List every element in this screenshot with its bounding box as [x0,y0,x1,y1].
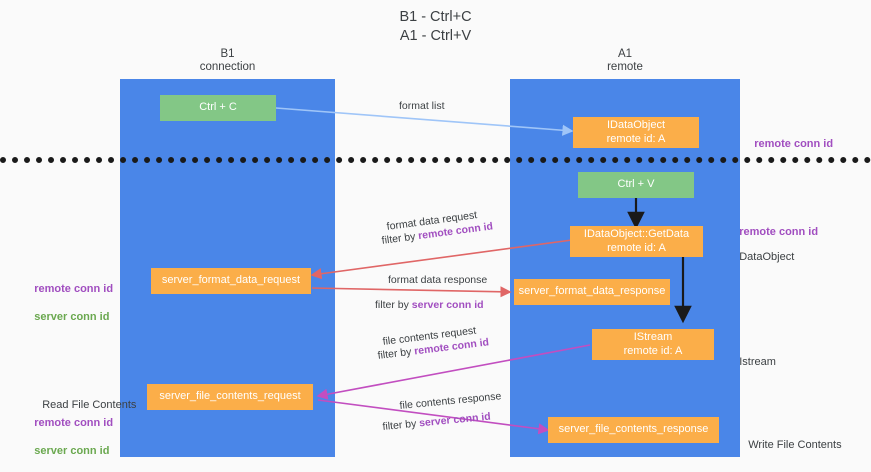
side-label-write-file-contents-text: Write File Contents [748,439,842,451]
side-label-left-remote-conn-id-2: remote conn id [34,417,114,429]
wire-label-file-contents-response-filter: filter by server conn id [382,411,491,434]
wire-label-file-contents-response: file contents response [399,390,502,413]
side-label-left-remote-conn-id: remote conn id [34,283,114,295]
side-label-istream-text: Istream [739,356,776,368]
node-server-file-contents-request[interactable]: server_file_contents_request [147,384,313,410]
node-idataobject-line2: remote id: A [606,132,666,145]
wire-label-format-data-response-filter: filter by server conn id [375,299,484,312]
node-idataobject[interactable]: IDataObject remote id: A [573,117,699,148]
wire-label-format-data-response-text: format data response [388,274,488,286]
node-istream-line2: remote id: A [623,344,683,357]
node-server-file-contents-request-label: server_file_contents_request [159,390,301,403]
wire-label-format-data-response: format data response [388,274,487,287]
filter-key-server-conn-id: server conn id [411,299,484,311]
section-divider [0,157,871,163]
side-label-remote-conn-id-top-text: remote conn id [754,138,834,150]
side-label-left-server-conn-id: server conn id [34,311,110,323]
wire-format-data-response [311,286,512,298]
side-label-remote-conn-id-mid: remote conn id [727,211,818,253]
filter-prefix: filter by [375,299,412,311]
wire-label-file-contents-response-text: file contents response [399,390,502,412]
lane-header-left: B1 connection [199,48,256,73]
side-label-read-file-contents-text: Read File Contents [42,399,137,411]
side-label-dataobject: DataObject [727,236,794,278]
side-label-dataobject-text: DataObject [739,251,795,263]
wire-label-format-list-text: format list [399,100,445,112]
wire-label-format-list: format list [399,100,445,113]
side-label-left-server-conn-id-2: server conn id [34,445,110,457]
side-label-write-file-contents: Write File Contents [736,424,842,466]
filter-prefix: filter by [382,417,420,433]
lane-header-right: A1 remote [607,48,643,73]
side-label-remote-conn-id-mid-text: remote conn id [739,226,819,238]
node-getdata-line1: IDataObject::GetData [583,228,690,240]
node-istream[interactable]: IStream remote id: A [592,329,714,360]
node-ctrl-c[interactable]: Ctrl + C [160,95,276,121]
page-title: B1 - Ctrl+C A1 - Ctrl+V [399,9,472,44]
node-istream-line1: IStream [633,331,673,343]
node-getdata[interactable]: IDataObject::GetData remote id: A [570,226,703,257]
side-label-istream: Istream [727,341,776,383]
node-ctrl-v[interactable]: Ctrl + V [578,172,694,198]
node-ctrl-v-label: Ctrl + V [617,178,655,191]
node-server-format-data-response[interactable]: server_format_data_response [514,279,670,305]
side-label-left-conn-ids-2: remote conn id server conn id [22,402,113,472]
node-ctrl-c-label: Ctrl + C [199,101,237,114]
side-label-left-conn-ids: remote conn id server conn id [22,268,113,338]
node-server-file-contents-response[interactable]: server_file_contents_response [548,417,719,443]
side-label-read-file-contents: Read File Contents [30,384,136,426]
node-server-format-data-request[interactable]: server_format_data_request [151,268,311,294]
node-server-file-contents-response-label: server_file_contents_response [558,423,709,436]
node-idataobject-line1: IDataObject [606,119,666,131]
node-getdata-line2: remote id: A [607,241,666,254]
node-server-format-data-request-label: server_format_data_request [161,274,301,287]
side-label-remote-conn-id-top: remote conn id [742,123,833,165]
filter-key-server-conn-id: server conn id [418,410,492,430]
node-server-format-data-response-label: server_format_data_response [518,285,666,298]
